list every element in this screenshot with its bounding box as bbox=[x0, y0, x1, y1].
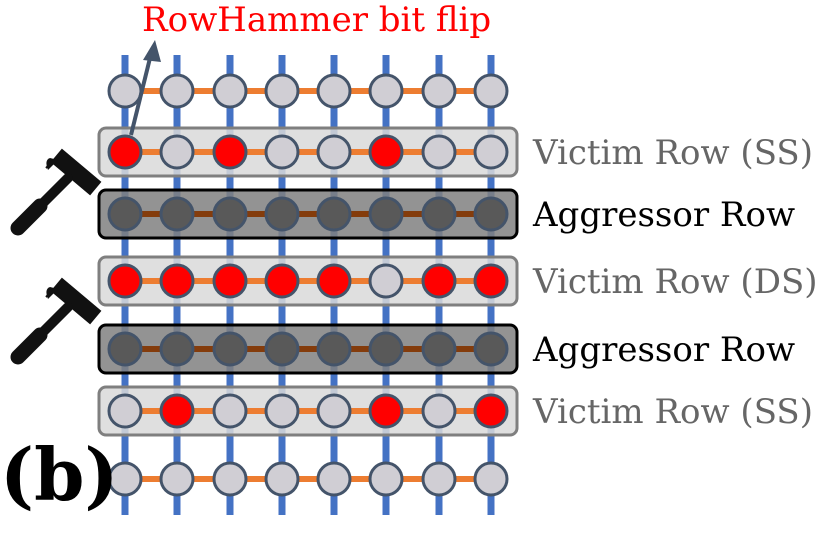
flipped-cell bbox=[107, 134, 143, 170]
flipped-cell bbox=[421, 263, 457, 299]
cell bbox=[368, 73, 404, 109]
flipped-cell bbox=[368, 393, 404, 429]
victim-row-label: Victim Row (DS) bbox=[532, 262, 818, 302]
panel-label: (b) bbox=[0, 432, 118, 517]
annotation: RowHammer bit flip bbox=[129, 0, 491, 136]
flipped-cell bbox=[159, 263, 195, 299]
annotation-text: RowHammer bit flip bbox=[142, 0, 491, 40]
cell bbox=[107, 461, 143, 497]
hammer-icon bbox=[10, 148, 102, 236]
aggressor-row-label: Aggressor Row bbox=[532, 330, 795, 370]
cell bbox=[212, 393, 248, 429]
cell bbox=[473, 73, 509, 109]
aggressor-cell bbox=[421, 196, 457, 232]
cell bbox=[264, 393, 300, 429]
annotation-arrow bbox=[129, 49, 154, 136]
flipped-cell bbox=[107, 263, 143, 299]
aggressor-cell bbox=[159, 331, 195, 367]
cell bbox=[316, 461, 352, 497]
aggressor-cell bbox=[368, 196, 404, 232]
aggressor-cell bbox=[107, 331, 143, 367]
cell bbox=[473, 461, 509, 497]
victim-row-label: Victim Row (SS) bbox=[532, 392, 813, 432]
cell bbox=[107, 393, 143, 429]
aggressor-cell bbox=[473, 196, 509, 232]
cell bbox=[159, 461, 195, 497]
aggressor-cell bbox=[107, 196, 143, 232]
cell bbox=[421, 134, 457, 170]
aggressor-cell bbox=[159, 196, 195, 232]
hammer-icon bbox=[10, 277, 102, 365]
cell bbox=[264, 73, 300, 109]
row-5-aggressor: Aggressor Row bbox=[97, 323, 795, 375]
flipped-cell bbox=[264, 263, 300, 299]
cell bbox=[264, 134, 300, 170]
aggressor-cell bbox=[212, 331, 248, 367]
cell bbox=[159, 134, 195, 170]
flipped-cell bbox=[212, 263, 248, 299]
aggressor-cell bbox=[368, 331, 404, 367]
row-3-aggressor: Aggressor Row bbox=[97, 188, 795, 240]
cell bbox=[316, 73, 352, 109]
aggressor-cell bbox=[421, 331, 457, 367]
flipped-cell bbox=[473, 263, 509, 299]
aggressor-cell bbox=[264, 196, 300, 232]
cell bbox=[264, 461, 300, 497]
cell bbox=[473, 134, 509, 170]
cell bbox=[316, 393, 352, 429]
aggressor-cell bbox=[473, 331, 509, 367]
cell bbox=[316, 134, 352, 170]
annotation-arrowhead bbox=[143, 40, 161, 62]
cell bbox=[212, 461, 248, 497]
cell bbox=[421, 73, 457, 109]
cell bbox=[107, 73, 143, 109]
row-4-victim: Victim Row (DS) bbox=[97, 255, 818, 307]
aggressor-cell bbox=[316, 331, 352, 367]
cell bbox=[159, 73, 195, 109]
aggressor-row-label: Aggressor Row bbox=[532, 195, 795, 235]
hammers bbox=[10, 148, 102, 365]
aggressor-cell bbox=[212, 196, 248, 232]
cell bbox=[212, 73, 248, 109]
cell bbox=[368, 263, 404, 299]
flipped-cell bbox=[316, 263, 352, 299]
row-1-plain bbox=[107, 73, 509, 109]
flipped-cell bbox=[212, 134, 248, 170]
flipped-cell bbox=[473, 393, 509, 429]
aggressor-cell bbox=[264, 331, 300, 367]
cell bbox=[421, 393, 457, 429]
flipped-cell bbox=[368, 134, 404, 170]
row-6-victim: Victim Row (SS) bbox=[97, 385, 813, 437]
cell bbox=[421, 461, 457, 497]
row-2-victim: Victim Row (SS) bbox=[97, 126, 813, 178]
aggressor-cell bbox=[316, 196, 352, 232]
cell bbox=[368, 461, 404, 497]
victim-row-label: Victim Row (SS) bbox=[532, 133, 813, 173]
row-7-plain bbox=[107, 461, 509, 497]
flipped-cell bbox=[159, 393, 195, 429]
